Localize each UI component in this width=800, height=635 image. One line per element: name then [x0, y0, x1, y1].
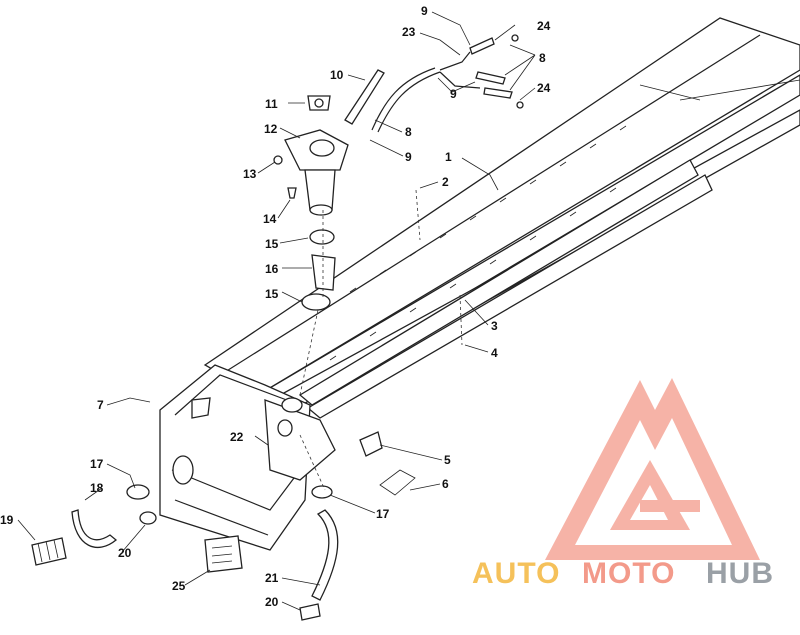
alignment-lines	[299, 189, 463, 491]
callout-19: 19	[0, 513, 14, 527]
heat-exchanger-rails	[203, 17, 800, 421]
callout-24: 24	[537, 81, 551, 95]
leader-lines	[17, 11, 536, 611]
callout-6: 6	[442, 477, 449, 491]
callout-11: 11	[265, 97, 278, 111]
callout-21: 21	[265, 571, 279, 585]
callout-9: 9	[405, 150, 412, 164]
callout-5: 5	[444, 453, 451, 467]
watermark-hub: HUB	[706, 557, 774, 590]
callout-14: 14	[263, 212, 277, 226]
filler-neck-assembly	[273, 69, 385, 311]
callout-8: 8	[405, 125, 412, 139]
callout-20: 20	[118, 546, 132, 560]
callout-3: 3	[491, 319, 498, 333]
callout-24: 24	[537, 19, 551, 33]
callout-9: 9	[450, 87, 457, 101]
callout-7: 7	[97, 398, 104, 412]
hoses	[31, 484, 339, 621]
callout-16: 16	[265, 262, 279, 276]
watermark-logo	[545, 378, 760, 560]
callout-4: 4	[491, 346, 498, 360]
callout-13: 13	[243, 167, 257, 181]
callout-18: 18	[90, 481, 104, 495]
callout-15: 15	[265, 237, 279, 251]
rail-slots	[319, 125, 627, 361]
callout-22: 22	[230, 430, 244, 444]
callout-25: 25	[172, 579, 186, 593]
callout-9: 9	[421, 4, 428, 18]
cooler-housing	[159, 364, 416, 573]
watermark-auto: AUTO	[472, 557, 560, 590]
callout-17: 17	[376, 507, 390, 521]
callout-20: 20	[265, 595, 279, 609]
callout-17: 17	[90, 457, 104, 471]
watermark-text: AUTO MOTO HUB	[472, 557, 774, 590]
callout-2: 2	[442, 175, 449, 189]
callout-8: 8	[539, 51, 546, 65]
watermark-moto: MOTO	[582, 557, 675, 590]
vent-tubes	[371, 34, 524, 133]
callout-10: 10	[330, 68, 344, 82]
callout-15: 15	[265, 287, 279, 301]
callout-12: 12	[264, 122, 278, 136]
callout-1: 1	[445, 150, 452, 164]
callout-23: 23	[402, 25, 416, 39]
callout-labels: 9 24 23 8 9 24 10 11 12 8 9 1 13 2 14 15…	[0, 4, 551, 609]
